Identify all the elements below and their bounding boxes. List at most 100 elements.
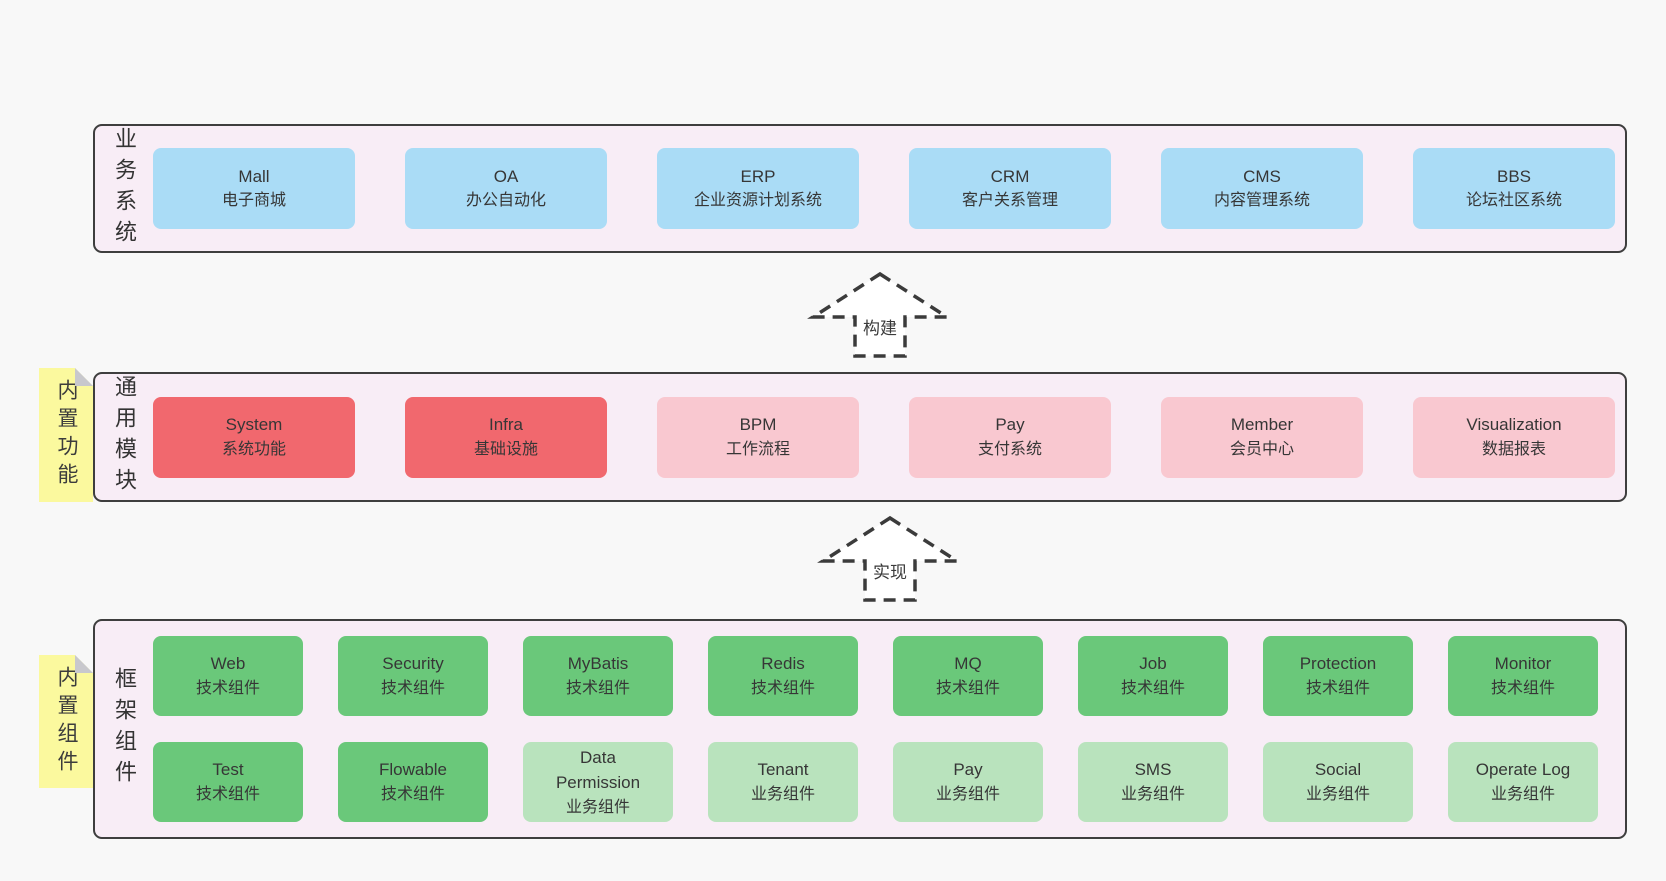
module-box-data-permission: Data Permission 业务组件 bbox=[523, 742, 673, 822]
module-box-mq: MQ 技术组件 bbox=[893, 636, 1043, 716]
module-box-web: Web 技术组件 bbox=[153, 636, 303, 716]
module-name: CRM bbox=[990, 166, 1030, 186]
layer-label-framework: 框架组件 bbox=[112, 667, 137, 791]
module-desc: 技术组件 bbox=[195, 785, 260, 803]
module-box-job: Job 技术组件 bbox=[1078, 636, 1228, 716]
module-name: Redis bbox=[761, 654, 805, 674]
module-desc: 技术组件 bbox=[195, 679, 260, 697]
module-desc: 企业资源计划系统 bbox=[693, 192, 822, 210]
sticky-tag-text: 内置组件 bbox=[55, 665, 78, 778]
layer-label-business: 业务系统 bbox=[112, 126, 137, 251]
module-desc: 技术组件 bbox=[1490, 679, 1555, 697]
module-name: Monitor bbox=[1494, 654, 1552, 674]
module-desc: 技术组件 bbox=[750, 679, 815, 697]
module-name: System bbox=[225, 415, 283, 435]
build-arrow: 构建 bbox=[805, 270, 955, 362]
layer-business-systems: 业务系统 Mall 电子商城 OA 办公自动化 ERP 企业资源计划系统 CRM 客户关系管理… bbox=[93, 124, 1627, 253]
module-desc: 办公自动化 bbox=[465, 192, 546, 210]
module-box-pay: Pay 业务组件 bbox=[893, 742, 1043, 822]
module-desc: 技术组件 bbox=[380, 679, 445, 697]
implement-arrow-label: 实现 bbox=[870, 558, 910, 583]
module-desc: 内容管理系统 bbox=[1213, 192, 1310, 210]
module-name: Tenant bbox=[757, 760, 809, 780]
module-name: CMS bbox=[1243, 166, 1281, 186]
module-desc: 技术组件 bbox=[380, 785, 445, 803]
module-box-crm: CRM 客户关系管理 bbox=[909, 148, 1111, 229]
module-desc: 系统功能 bbox=[221, 440, 286, 458]
module-name: BBS bbox=[1496, 166, 1532, 186]
build-arrow-label: 构建 bbox=[860, 314, 900, 339]
module-box-erp: ERP 企业资源计划系统 bbox=[657, 148, 859, 229]
module-desc: 数据报表 bbox=[1481, 440, 1546, 458]
module-desc: 支付系统 bbox=[977, 440, 1042, 458]
layer-common-modules: 通用模块 System 系统功能 Infra 基础设施 BPM 工作流程 Pay 支付系统 Me… bbox=[93, 372, 1627, 502]
module-name: SMS bbox=[1134, 760, 1172, 780]
module-name: ERP bbox=[740, 166, 776, 186]
module-desc: 论坛社区系统 bbox=[1465, 192, 1562, 210]
module-name: Test bbox=[212, 760, 244, 780]
module-name: Data Permission bbox=[555, 747, 641, 793]
module-desc: 业务组件 bbox=[1490, 785, 1555, 803]
module-name: MQ bbox=[954, 654, 982, 674]
module-name: Job bbox=[1139, 654, 1167, 674]
module-name: Pay bbox=[953, 760, 983, 780]
module-box-redis: Redis 技术组件 bbox=[708, 636, 858, 716]
folded-corner-icon bbox=[75, 655, 93, 673]
module-name: BPM bbox=[739, 415, 777, 435]
module-box-operate-log: Operate Log 业务组件 bbox=[1448, 742, 1598, 822]
module-desc: 技术组件 bbox=[935, 679, 1000, 697]
module-desc: 电子商城 bbox=[221, 192, 286, 210]
module-desc: 客户关系管理 bbox=[961, 192, 1058, 210]
sticky-tag-builtin-features: 内置功能 bbox=[39, 368, 93, 502]
module-box-visualization: Visualization 数据报表 bbox=[1413, 396, 1615, 478]
module-box-bpm: BPM 工作流程 bbox=[657, 396, 859, 478]
module-desc: 基础设施 bbox=[473, 440, 538, 458]
module-name: Protection bbox=[1299, 654, 1377, 674]
module-name: Member bbox=[1230, 415, 1294, 435]
module-box-member: Member 会员中心 bbox=[1161, 396, 1363, 478]
module-name: Pay bbox=[995, 415, 1025, 435]
module-desc: 业务组件 bbox=[1305, 785, 1370, 803]
module-name: Social bbox=[1314, 760, 1362, 780]
module-desc: 业务组件 bbox=[750, 785, 815, 803]
module-desc: 技术组件 bbox=[565, 679, 630, 697]
module-name: MyBatis bbox=[567, 654, 629, 674]
module-desc: 业务组件 bbox=[1120, 785, 1185, 803]
module-desc: 工作流程 bbox=[725, 440, 790, 458]
module-box-protection: Protection 技术组件 bbox=[1263, 636, 1413, 716]
module-box-sms: SMS 业务组件 bbox=[1078, 742, 1228, 822]
module-name: Operate Log bbox=[1475, 760, 1571, 780]
sticky-tag-text: 内置功能 bbox=[55, 379, 78, 491]
module-box-mybatis: MyBatis 技术组件 bbox=[523, 636, 673, 716]
module-box-flowable: Flowable 技术组件 bbox=[338, 742, 488, 822]
module-name: Security bbox=[382, 654, 444, 674]
module-box-infra: Infra 基础设施 bbox=[405, 396, 607, 478]
module-box-bbs: BBS 论坛社区系统 bbox=[1413, 148, 1615, 229]
module-box-pay: Pay 支付系统 bbox=[909, 396, 1111, 478]
module-desc: 业务组件 bbox=[565, 798, 630, 816]
module-box-cms: CMS 内容管理系统 bbox=[1161, 148, 1363, 229]
module-name: Web bbox=[210, 654, 246, 674]
implement-arrow: 实现 bbox=[815, 514, 965, 606]
folded-corner-icon bbox=[75, 368, 93, 386]
module-desc: 技术组件 bbox=[1305, 679, 1370, 697]
module-desc: 技术组件 bbox=[1120, 679, 1185, 697]
module-box-security: Security 技术组件 bbox=[338, 636, 488, 716]
module-box-system: System 系统功能 bbox=[153, 396, 355, 478]
layer-label-common: 通用模块 bbox=[112, 375, 137, 499]
module-name: Mall bbox=[238, 166, 270, 186]
business-box-group: Mall 电子商城 OA 办公自动化 ERP 企业资源计划系统 CRM 客户关系管理 CMS 内容… bbox=[153, 126, 1625, 251]
module-name: Infra bbox=[488, 415, 524, 435]
module-box-oa: OA 办公自动化 bbox=[405, 148, 607, 229]
module-name: OA bbox=[493, 166, 519, 186]
module-name: Flowable bbox=[378, 760, 448, 780]
module-desc: 会员中心 bbox=[1229, 440, 1294, 458]
module-name: Visualization bbox=[1466, 415, 1562, 435]
module-box-tenant: Tenant 业务组件 bbox=[708, 742, 858, 822]
module-desc: 业务组件 bbox=[935, 785, 1000, 803]
module-box-monitor: Monitor 技术组件 bbox=[1448, 636, 1598, 716]
